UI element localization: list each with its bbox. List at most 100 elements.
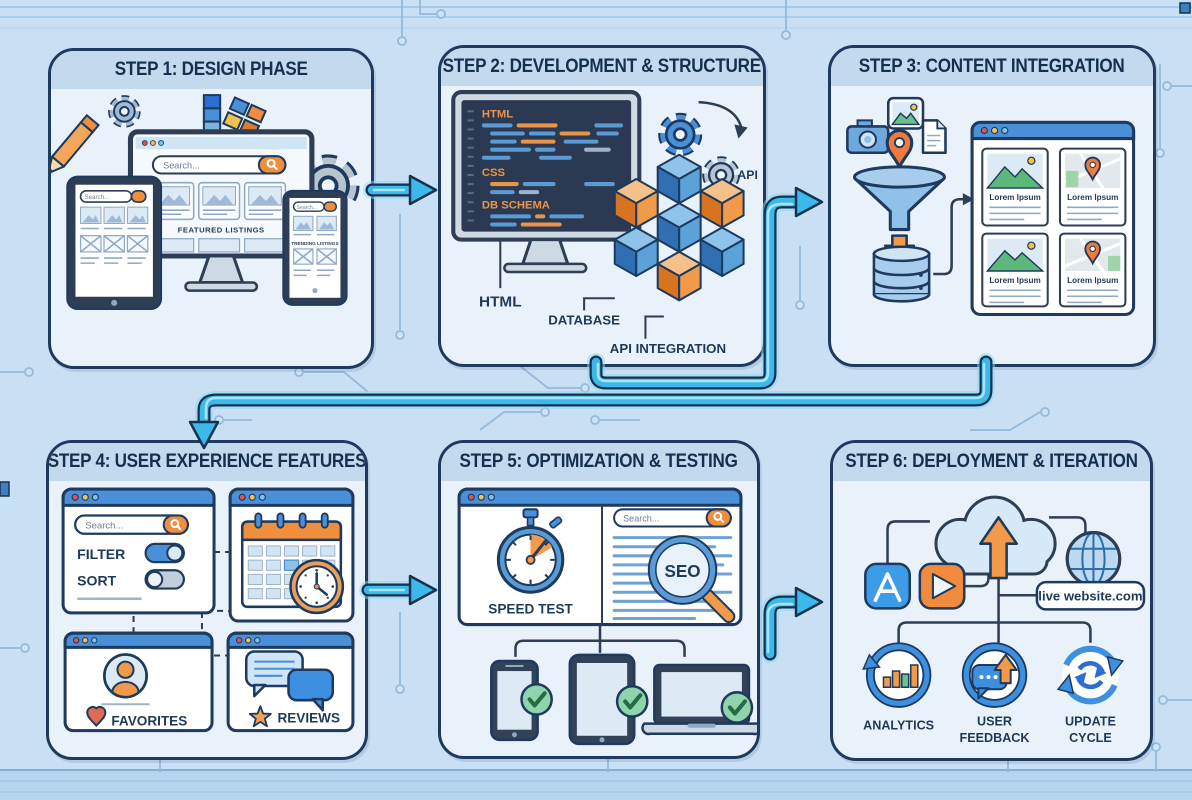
api-integration-callout-line (644, 315, 664, 339)
search-button (162, 514, 189, 535)
calendar-icon (240, 512, 343, 609)
gear-icon (112, 99, 137, 124)
pencil-icon (51, 113, 100, 175)
calendar-window (228, 487, 355, 623)
live-website-badge: live website.com (1035, 580, 1146, 611)
analytics-label: ANALYTICS (863, 719, 934, 733)
tablet-device: Search... (66, 175, 163, 310)
search-button (257, 155, 287, 175)
code-editor-monitor: HTML CSS DB SCHEMA (451, 90, 642, 274)
favorites-window: FAVORITES (63, 631, 214, 733)
content-card-map: Lorem Ipsum (1058, 232, 1127, 308)
step-2-panel: STEP 2: DEVELOPMENT & STRUCTURE HTML CSS (438, 45, 766, 367)
testing-browser-window: SPEED TEST Search... SEO (457, 487, 743, 627)
reviews-window: REVIEWS (226, 631, 355, 733)
window-dots-icon (238, 493, 266, 501)
device-connector-lines (514, 624, 686, 657)
html-label: HTML (479, 293, 522, 310)
step-5-panel: STEP 5: OPTIMIZATION & TESTING (438, 440, 760, 759)
monitor-search-text: Search... (163, 160, 200, 170)
step-6-title: STEP 6: DEPLOYMENT & ITERATION (845, 451, 1138, 472)
check-icon (617, 686, 647, 716)
user-avatar (103, 653, 148, 699)
window-dots-icon (141, 140, 164, 146)
star-icon (248, 705, 272, 728)
window-dots-icon (980, 126, 1009, 135)
content-card-map: Lorem Ipsum (1058, 147, 1127, 227)
favorites-label: FAVORITES (111, 713, 187, 728)
tablet-search-text: Search... (85, 194, 110, 201)
funnel-icon (852, 165, 946, 232)
card-caption: Lorem Ipsum (989, 276, 1040, 285)
document-icon (921, 119, 947, 154)
content-card-image: Lorem Ipsum (981, 147, 1049, 227)
sort-label: SORT (77, 572, 116, 588)
search-bar: Search... (74, 514, 189, 535)
filter-toggle-on (144, 542, 185, 564)
window-dots-icon (71, 493, 99, 501)
step-4-title: STEP 4: USER EXPERIENCE FEATURES (47, 451, 367, 472)
chat-bubbles-icon (244, 650, 335, 712)
step-1-title: STEP 1: DESIGN PHASE (114, 59, 308, 80)
step-3-header: STEP 3: CONTENT INTEGRATION (831, 48, 1153, 86)
clock-icon (289, 558, 345, 615)
database-label: DATABASE (548, 313, 620, 328)
card-caption: Lorem Ipsum (989, 193, 1040, 202)
app-store-icon (864, 562, 911, 610)
api-label: API (737, 168, 757, 182)
window-dots-icon (235, 637, 261, 644)
update-cycle-label-line1: UPDATE (1065, 715, 1116, 729)
step-6-header: STEP 6: DEPLOYMENT & ITERATION (833, 443, 1150, 481)
step-1-panel: STEP 1: DESIGN PHASE (48, 48, 374, 369)
step-6-panel: STEP 6: DEPLOYMENT & ITERATION (830, 440, 1153, 761)
monitor-stand (520, 238, 570, 266)
phone-device: Search... TRENDING LISTINGS (282, 189, 348, 306)
user-feedback-label-line1: USER (977, 715, 1012, 729)
code-lines (481, 123, 623, 160)
window-dots-icon (467, 493, 495, 501)
card-caption: Lorem Ipsum (1067, 193, 1118, 202)
seo-search-bar: Search... (613, 508, 732, 528)
content-browser-window: Lorem Ipsum Lorem Ipsum (970, 120, 1136, 316)
step-4-panel: STEP 4: USER EXPERIENCE FEATURES Search.… (46, 440, 368, 760)
update-cycle-icon (1056, 645, 1125, 705)
check-icon (722, 692, 752, 722)
filter-sort-window: Search... FILTER SORT (61, 487, 216, 615)
search-text: Search... (623, 513, 659, 523)
sort-toggle-off (144, 569, 185, 590)
phone-device (490, 659, 539, 742)
seo-magnifier-icon: SEO (647, 535, 736, 624)
monitor-stand (197, 254, 245, 285)
photo-icon (886, 96, 925, 130)
reviews-label: REVIEWS (277, 710, 340, 725)
camera-icon (846, 119, 890, 154)
step-1-header: STEP 1: DESIGN PHASE (51, 51, 371, 89)
api-integration-label: API INTEGRATION (610, 341, 726, 356)
db-to-site-connector (933, 197, 964, 276)
map-pin-icon (885, 128, 914, 171)
database-callout-line (583, 297, 615, 311)
monitor-caption: FEATURED LISTINGS (178, 226, 265, 235)
card-caption: Lorem Ipsum (1067, 276, 1118, 285)
step-4-header: STEP 4: USER EXPERIENCE FEATURES (49, 443, 365, 481)
code-section-html: HTML (482, 108, 513, 120)
heart-icon (86, 706, 107, 727)
monitor-search-bar: Search... (151, 155, 287, 175)
deployment-connector-lines (886, 516, 1092, 643)
database-icon (872, 245, 931, 303)
gear-icon (663, 118, 697, 152)
code-section-db-schema: DB SCHEMA (482, 199, 550, 211)
window-dots-icon (72, 637, 98, 644)
filter-label: FILTER (77, 546, 125, 562)
step-2-title: STEP 2: DEVELOPMENT & STRUCTURE (442, 56, 762, 77)
analytics-icon (862, 642, 932, 708)
step-3-panel: STEP 3: CONTENT INTEGRATION (828, 45, 1156, 367)
user-feedback-icon (961, 642, 1028, 708)
wireframe-cards (152, 181, 287, 221)
code-section-css: CSS (482, 167, 506, 179)
live-website-label: live website.com (1038, 588, 1142, 603)
upload-arrow-icon (979, 516, 1019, 580)
step-2-header: STEP 2: DEVELOPMENT & STRUCTURE (441, 48, 763, 86)
search-button (705, 508, 732, 528)
